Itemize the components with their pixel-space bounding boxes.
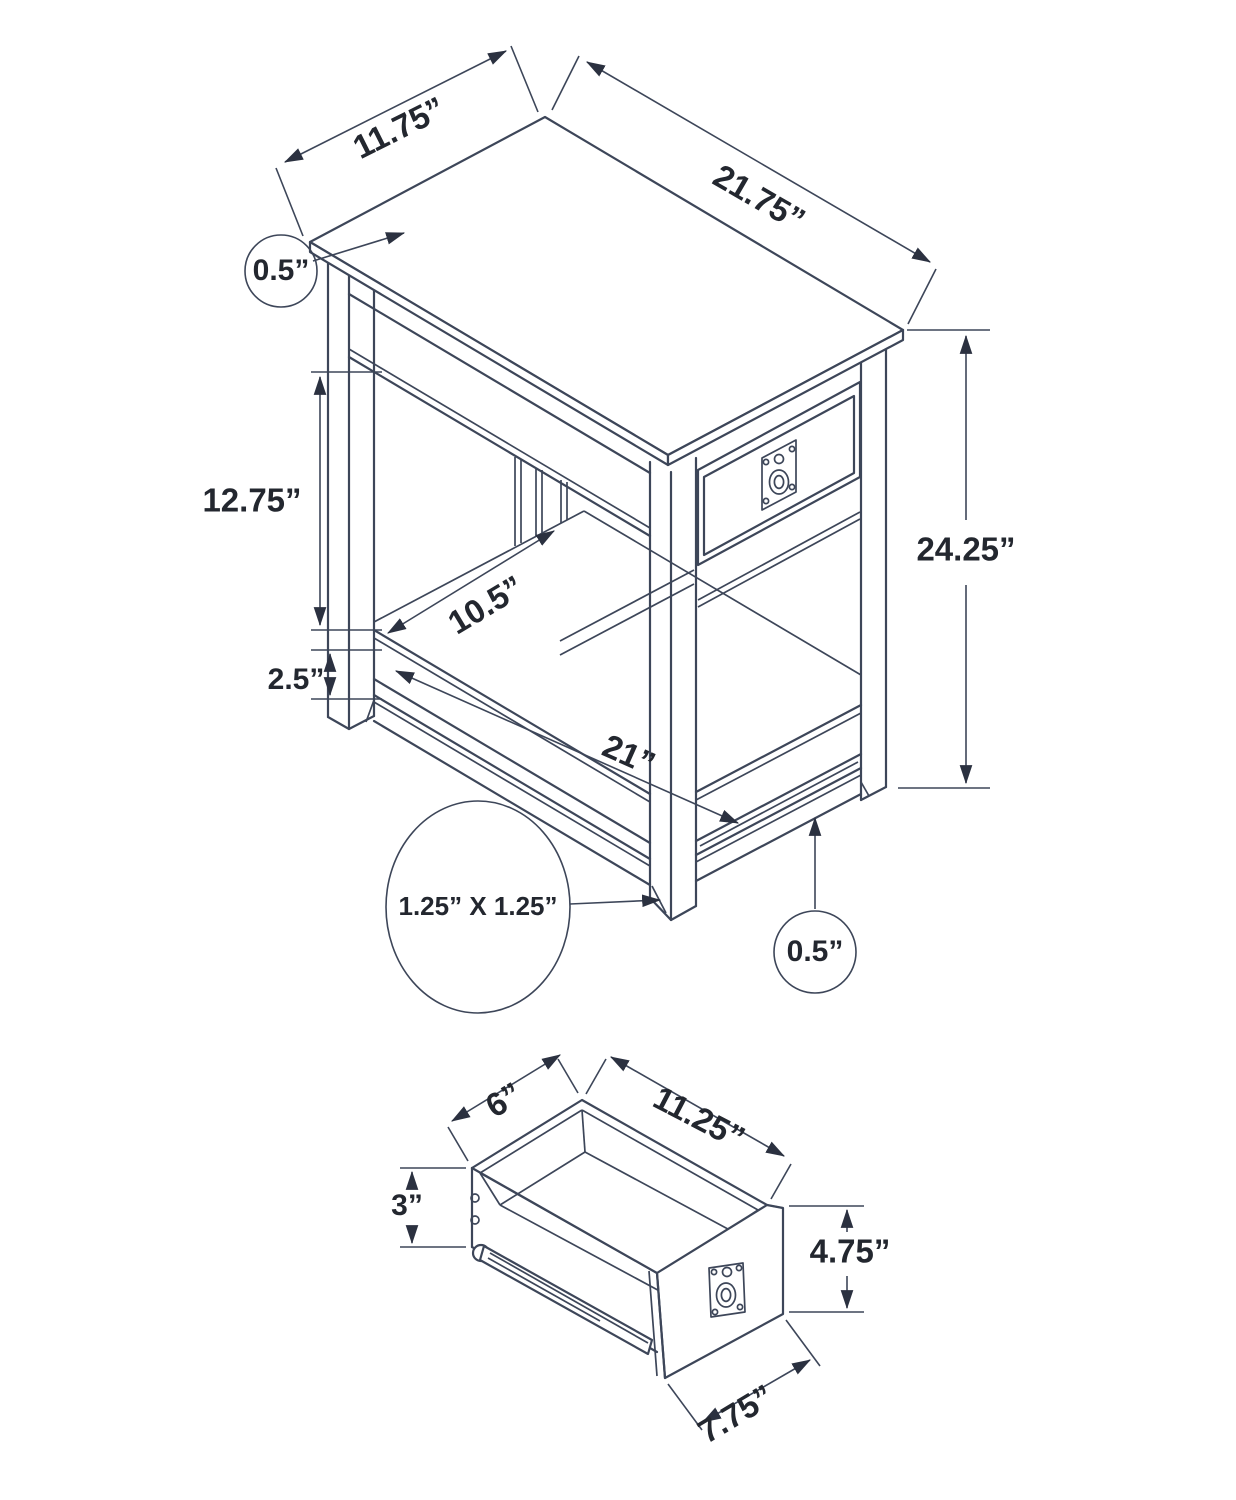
table-leg-back-right (859, 347, 888, 802)
callout-top-thickness: 0.5” (244, 232, 406, 308)
drawer-runner-rails (559, 569, 695, 656)
apron (347, 292, 652, 538)
dim-drawer-side-height-label: 3” (391, 1189, 423, 1222)
ring-pull-handle-drawer (708, 1262, 746, 1318)
dim-shelf-length-label: 21” (597, 727, 661, 782)
dim-apron-to-shelf: 12.75” (202, 371, 382, 631)
callout-leg-size: 1.25” X 1.25” (385, 800, 662, 1014)
dim-overall-height: 24.25” (898, 329, 1016, 789)
table-leg-back-left (326, 261, 376, 731)
dim-apron-to-shelf-label: 12.75” (202, 482, 301, 519)
dim-top-width-label: 11.75” (347, 89, 451, 166)
dim-drawer-inner-length: 11.25” (585, 1056, 792, 1200)
drawer-isometric-view (470, 1098, 785, 1380)
table-leg-front (648, 456, 698, 922)
ring-pull-handle (761, 439, 797, 511)
tabletop (308, 115, 905, 467)
dim-drawer-depth-label: 6” (479, 1075, 528, 1125)
drawer-front-panel (648, 1203, 785, 1380)
dim-shelf-length: 21” (394, 670, 740, 824)
dim-leg-size-label: 1.25” X 1.25” (399, 891, 558, 921)
dim-drawer-side-height: 3” (391, 1167, 466, 1248)
callout-bottom-shelf-thickness: 0.5” (773, 816, 857, 994)
drawer-dimensions: 6” 11.25” 3” 4.75” (391, 1054, 891, 1450)
dim-shelf-rail-label: 2.5” (268, 663, 325, 696)
dim-bottom-shelf-label: 0.5” (787, 935, 844, 968)
dim-overall-height-label: 24.25” (916, 531, 1015, 568)
table-isometric-view (308, 115, 905, 922)
drawer-front (696, 380, 862, 608)
dim-shelf-depth: 10.5” (387, 530, 555, 641)
shelf-back-edges (373, 510, 862, 676)
dim-shelf-rail: 2.5” (268, 649, 382, 700)
dim-drawer-front-width-label: 7.75” (691, 1377, 779, 1450)
dim-top-thickness-label: 0.5” (253, 254, 310, 287)
dim-drawer-length-label: 11.25” (648, 1079, 751, 1157)
dim-drawer-front-height-label: 4.75” (810, 1233, 891, 1270)
drawer-slide-rail (471, 1243, 654, 1356)
dim-drawer-inner-depth: 6” (447, 1054, 579, 1162)
dim-drawer-front-height: 4.75” (789, 1205, 891, 1313)
